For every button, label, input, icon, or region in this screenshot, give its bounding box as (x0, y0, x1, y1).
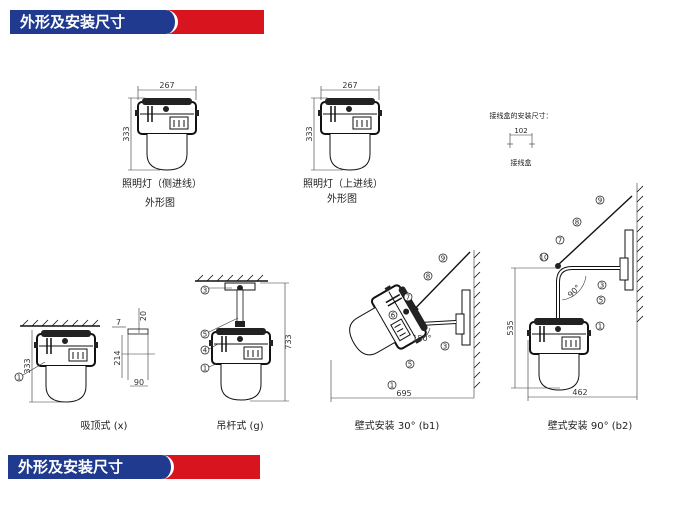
dimension-20: 20 (139, 311, 148, 321)
width-dimension: 462 (572, 388, 587, 397)
part-callouts: 9 8 7 6 5 3 1 (387, 253, 450, 390)
caption: 吊杆式 (g) (216, 419, 263, 432)
section-footer-banner: 外形及安装尺寸 (8, 455, 260, 479)
part-number: 9 (598, 197, 602, 205)
subcaption: 外形图 (145, 197, 175, 209)
part-number: 9 (441, 255, 445, 263)
section-header-banner: 外形及安装尺寸 (10, 10, 264, 34)
part-number: 5 (599, 297, 603, 305)
width-dimension: 695 (396, 389, 411, 398)
part-number: 5 (203, 331, 207, 339)
height-dimension: 733 (284, 334, 293, 349)
dimension-214: 214 (113, 350, 122, 365)
caption: 吸顶式 (x) (81, 419, 128, 432)
part-number: 1 (598, 323, 602, 331)
wall-mount-30-drawing: 150° 695 9 8 7 6 5 3 1 壁式安装 30° (b1) (330, 250, 481, 432)
part-callouts: 3 5 4 1 (200, 285, 239, 373)
part-number: 3 (443, 343, 447, 351)
dimension-90: 90 (134, 378, 144, 387)
part-number: 1 (390, 382, 394, 390)
part-number: 8 (426, 273, 430, 281)
width-dimension: 267 (159, 81, 174, 90)
banner-red-segment (168, 10, 264, 34)
part-number: 3 (600, 282, 604, 290)
caption: 照明灯（上进线） (303, 177, 383, 190)
angle-label: 150° (412, 334, 431, 343)
banner-red-segment (164, 455, 260, 479)
height-dimension: 333 (23, 358, 32, 373)
ceiling-mount-drawing: 333 1 7 20 214 90 吸顶式 (x) (14, 308, 155, 432)
part-number: 6 (391, 312, 396, 320)
part-callouts: 9 8 7 10 3 5 1 (540, 195, 607, 331)
junction-box-title: 接线盒的安装尺寸： (490, 111, 553, 120)
part-number: 7 (406, 294, 410, 302)
junction-box-drawing: 接线盒的安装尺寸： 102 接线盒 (490, 111, 553, 167)
height-dimension: 333 (122, 126, 131, 141)
outline-side-entry-drawing: 267 333 照明灯（侧进线） 外形图 (122, 81, 202, 209)
angle-label: 90° (566, 283, 582, 299)
part-number: 7 (558, 237, 562, 245)
part-number: 3 (203, 287, 207, 295)
footer-title: 外形及安装尺寸 (8, 455, 174, 479)
part-number: 8 (575, 219, 579, 227)
caption: 壁式安装 30° (b1) (355, 419, 440, 432)
width-dimension: 267 (342, 81, 357, 90)
part-number: 5 (408, 361, 412, 369)
subcaption: 外形图 (327, 193, 357, 205)
part-number: 1 (203, 365, 207, 373)
junction-box-label: 接线盒 (511, 158, 532, 167)
height-dimension: 535 (506, 320, 515, 335)
part-number: 10 (540, 254, 549, 262)
caption: 壁式安装 90° (b2) (548, 419, 633, 432)
caption: 照明灯（侧进线） (122, 177, 202, 190)
spacing-dimension: 102 (514, 127, 527, 135)
height-dimension: 333 (305, 126, 314, 141)
section-title: 外形及安装尺寸 (10, 10, 178, 34)
outline-top-entry-drawing: 267 333 照明灯（上进线） 外形图 (303, 81, 383, 205)
wall-mount-90-drawing: 90° 535 462 9 8 7 10 3 5 1 壁式安装 90° (b2) (506, 183, 644, 432)
pendant-mount-drawing: 733 3 5 4 1 吊杆式 (g) (195, 274, 293, 432)
part-number: 1 (17, 374, 21, 382)
dimension-7: 7 (116, 318, 121, 327)
part-number: 4 (203, 347, 208, 355)
